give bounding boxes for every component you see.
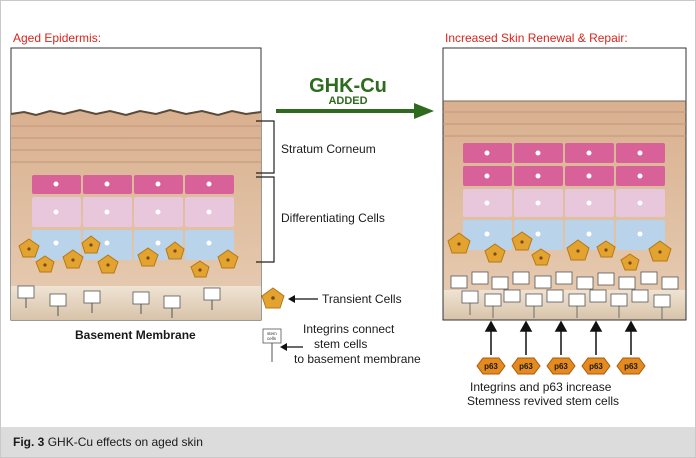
figure-caption-text: GHK-Cu effects on aged skin [47,435,203,449]
stratum-corneum-label: Stratum Corneum [281,142,376,156]
integrins-text-3: to basement membrane [294,352,421,366]
transient-cell-legend [261,287,318,309]
p63-caption-1: Integrins and p63 increase [470,380,612,394]
added-label: ADDED [328,95,367,107]
left-pink-cells [32,175,234,194]
p63-arrows [484,320,638,355]
stem-cell-legend [262,328,303,362]
legend-stem-text-2: cells [267,336,277,341]
layer-brackets [256,120,275,263]
right-light-pink-cells [463,189,665,217]
transient-cells-label: Transient Cells [322,292,402,306]
p63-label-5: p63 [624,362,638,371]
ghk-cu-label: GHK-Cu [309,75,387,97]
right-panel-title: Increased Skin Renewal & Repair: [445,31,628,45]
p63-label-4: p63 [589,362,603,371]
right-blue-cells [463,220,665,250]
right-stem-cells [450,271,679,308]
p63-label-3: p63 [554,362,568,371]
legend-stem-text-1: stem [267,331,277,336]
left-stem-cells [17,285,221,318]
p63-hexagons [476,357,646,375]
caption-bar: Fig. 3 GHK-Cu effects on aged skin [1,427,695,457]
integrins-text-1: Integrins connect [303,322,395,336]
left-light-pink-cells [32,197,234,227]
left-skin-panel [10,47,262,321]
p63-label-1: p63 [484,362,498,371]
right-pink-cells [463,143,665,186]
p63-label-2: p63 [519,362,533,371]
left-panel-title: Aged Epidermis: [13,31,102,45]
differentiating-cells-label: Differentiating Cells [281,211,385,225]
figure-number: Fig. 3 [13,435,45,449]
right-skin-panel [442,47,687,321]
figure-caption: Fig. 3 GHK-Cu effects on aged skin [13,435,203,449]
p63-caption-2: Stemness revived stem cells [467,394,620,408]
ghk-cu-arrow [276,103,434,119]
basement-membrane-label: Basement Membrane [75,328,196,342]
integrins-text-2: stem cells [314,337,368,351]
